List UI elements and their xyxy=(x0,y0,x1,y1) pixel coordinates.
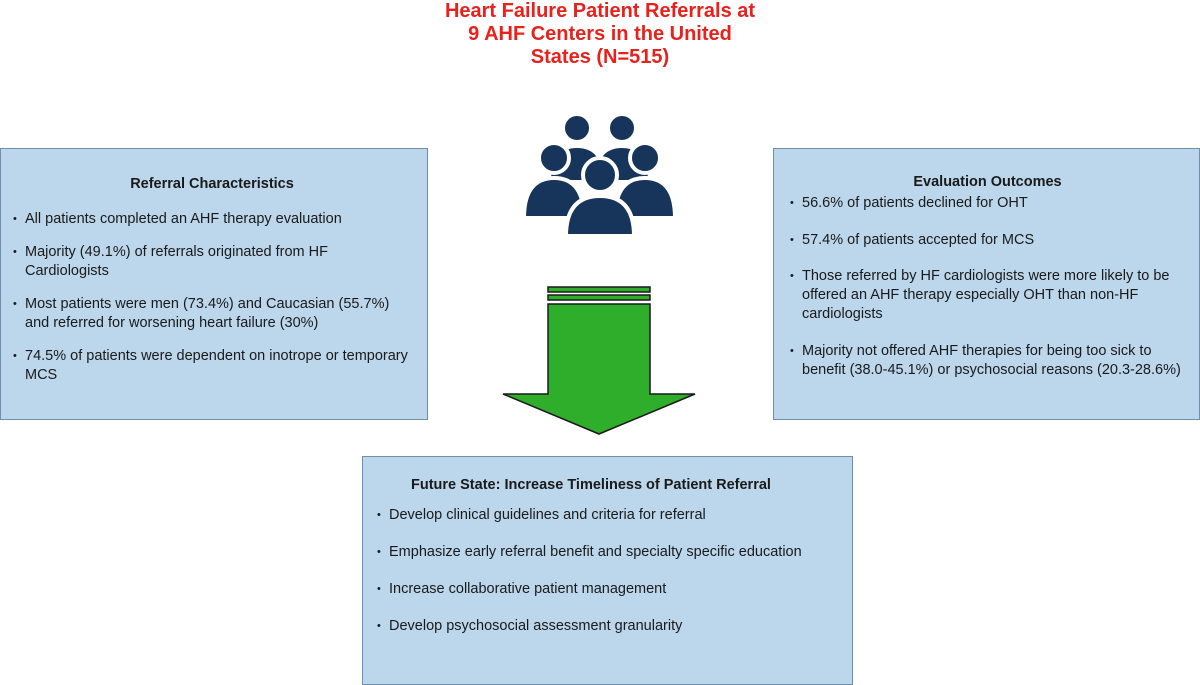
evaluation-outcomes-heading: Evaluation Outcomes xyxy=(913,174,1062,190)
list-item: Majority (49.1%) of referrals originated… xyxy=(11,243,413,281)
people-group-icon xyxy=(521,112,678,238)
list-item: Increase collaborative patient managemen… xyxy=(375,580,840,599)
future-state-list: Develop clinical guidelines and criteria… xyxy=(375,506,840,636)
diagram-title: Heart Failure Patient Referrals at 9 AHF… xyxy=(400,0,800,69)
list-item: 57.4% of patients accepted for MCS xyxy=(788,231,1187,250)
list-item: 56.6% of patients declined for OHT xyxy=(788,194,1187,213)
title-line-2: 9 AHF Centers in the United xyxy=(468,23,732,45)
list-item: Develop psychosocial assessment granular… xyxy=(375,617,840,636)
referral-characteristics-heading: Referral Characteristics xyxy=(130,176,294,192)
evaluation-outcomes-box: Evaluation Outcomes 56.6% of patients de… xyxy=(773,148,1200,420)
list-item: Majority not offered AHF therapies for b… xyxy=(788,342,1187,380)
list-item: 74.5% of patients were dependent on inot… xyxy=(11,347,413,385)
evaluation-outcomes-list: 56.6% of patients declined for OHT 57.4%… xyxy=(788,194,1187,380)
title-line-1: Heart Failure Patient Referrals at xyxy=(444,0,756,22)
title-line-3: States (N=515) xyxy=(530,46,670,68)
referral-characteristics-box: Referral Characteristics All patients co… xyxy=(0,148,428,420)
list-item: Those referred by HF cardiologists were … xyxy=(788,267,1187,324)
list-item: Emphasize early referral benefit and spe… xyxy=(375,543,840,562)
down-arrow-icon xyxy=(502,286,696,435)
list-item: All patients completed an AHF therapy ev… xyxy=(11,210,413,229)
future-state-box: Future State: Increase Timeliness of Pat… xyxy=(362,456,853,685)
future-state-heading: Future State: Increase Timeliness of Pat… xyxy=(411,477,771,493)
list-item: Most patients were men (73.4%) and Cauca… xyxy=(11,295,413,333)
referral-characteristics-list: All patients completed an AHF therapy ev… xyxy=(11,210,413,385)
list-item: Develop clinical guidelines and criteria… xyxy=(375,506,840,525)
